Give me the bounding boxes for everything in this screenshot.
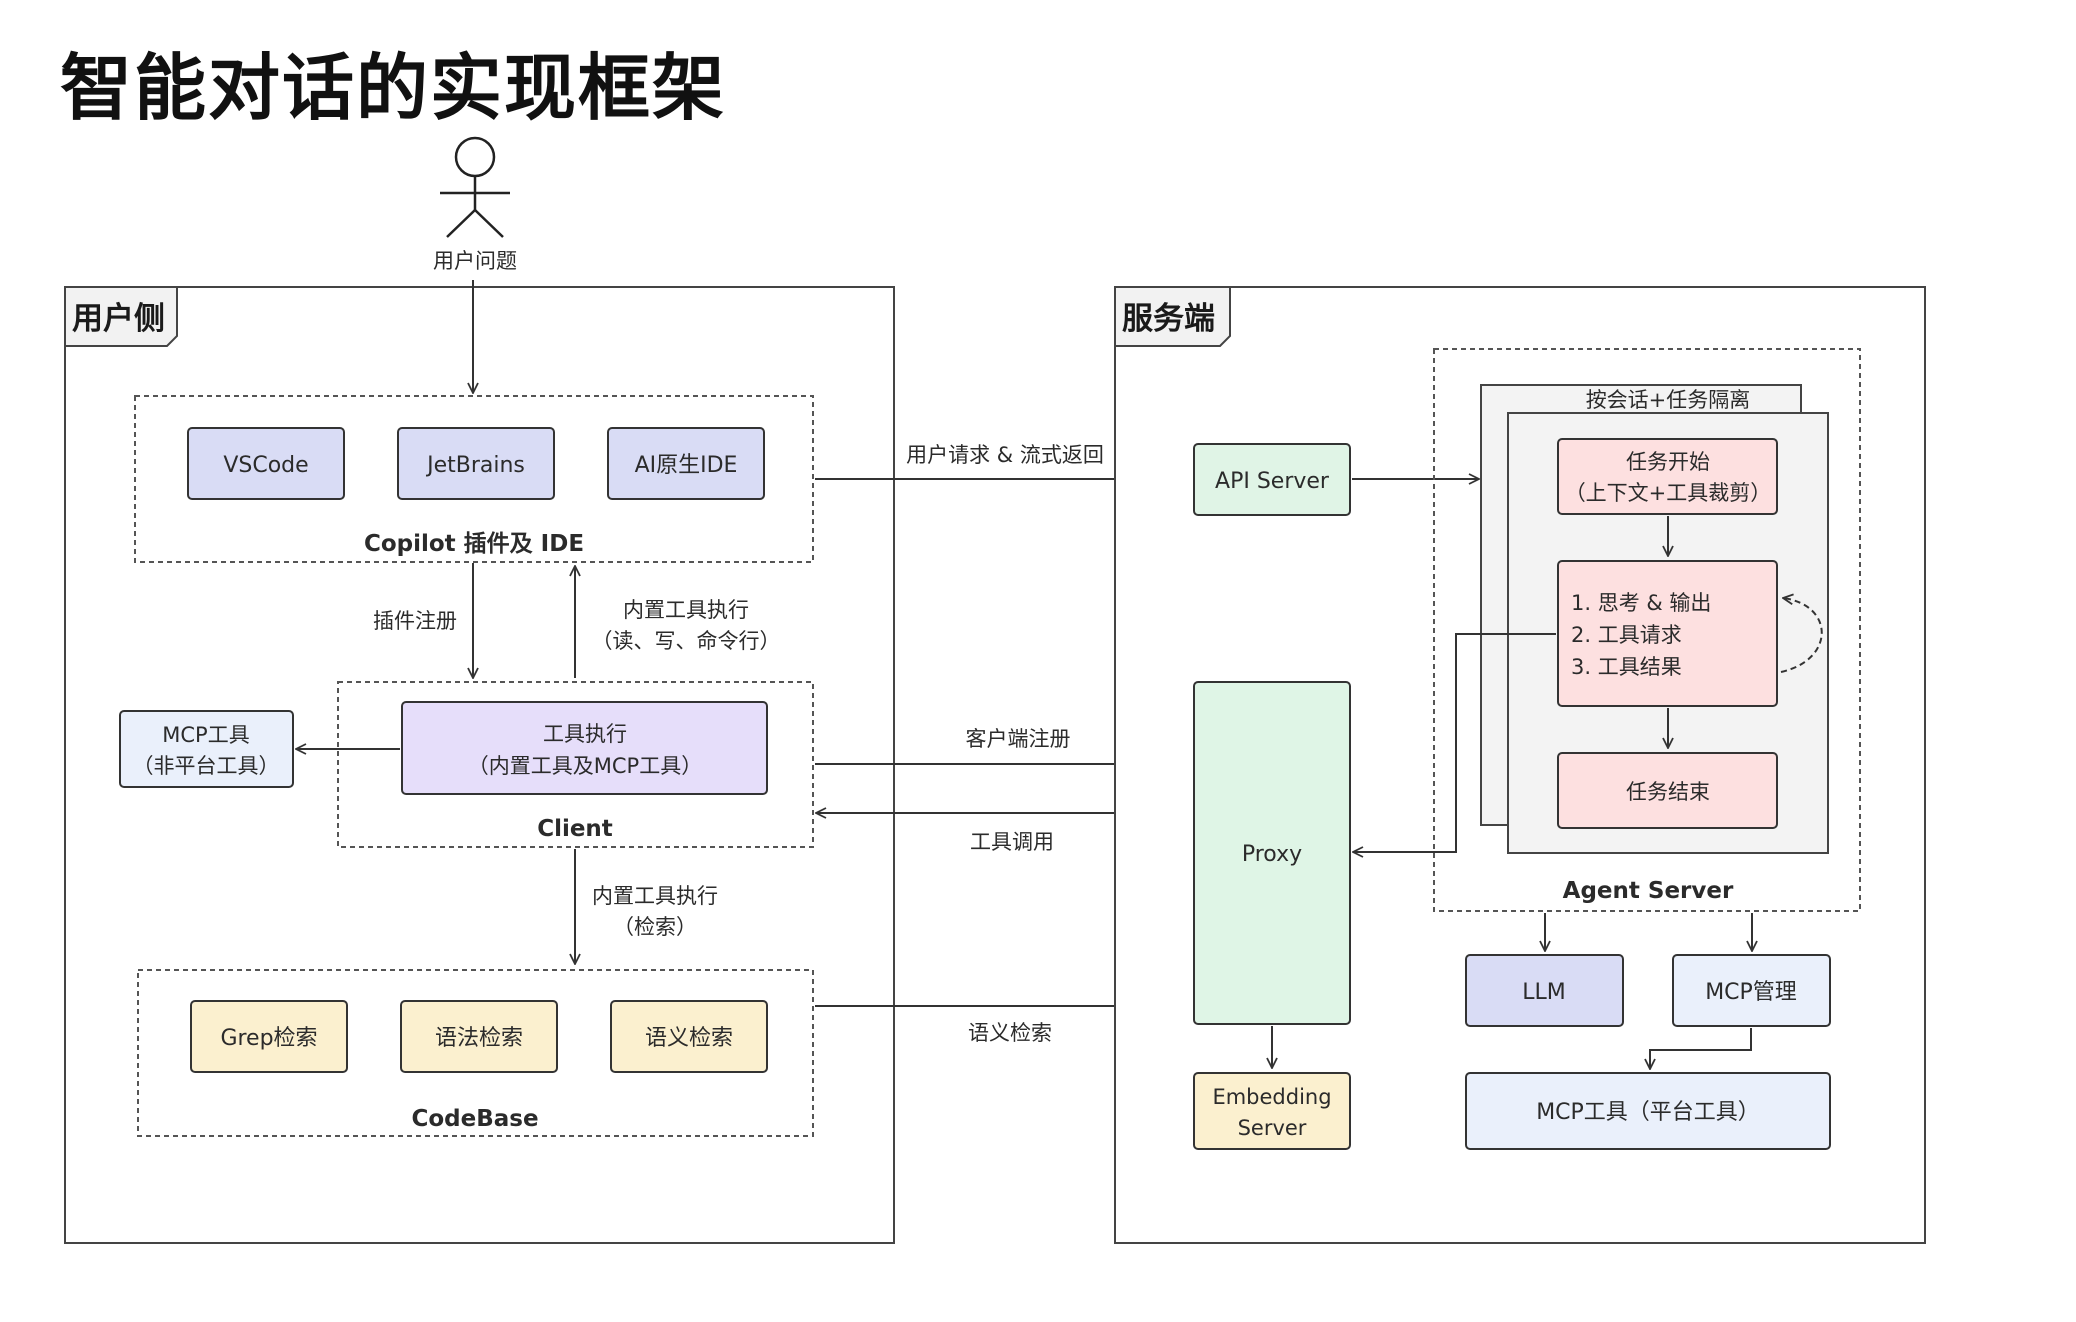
mcp-local-box (119, 710, 294, 788)
api-server-label: API Server (1215, 469, 1330, 494)
semantic-search-edge-label: 语义检索 (968, 1021, 1052, 1045)
builtin-exec-search-line2: （检索） (613, 915, 697, 939)
task-start-line1: 任务开始 (1626, 450, 1710, 474)
loop-box (1557, 560, 1778, 707)
isolation-label: 按会话+任务隔离 (1586, 388, 1751, 412)
llm-box (1465, 954, 1624, 1027)
client-group (337, 681, 814, 848)
server-side-tab (1114, 286, 1231, 347)
agent-server-title: Agent Server (1563, 878, 1734, 904)
mcp-local-line2: （非平台工具） (133, 754, 280, 778)
mcp-manage-to-platform-arrow (1650, 1028, 1752, 1069)
loop-step-2: 2. 工具请求 (1571, 623, 1682, 647)
semantic-search-label: 语义检索 (645, 1026, 733, 1051)
vscode-box (187, 427, 345, 500)
tool-call-label: 工具调用 (970, 830, 1054, 854)
codebase-group (137, 969, 814, 1137)
server-side-title: 服务端 (1122, 301, 1215, 337)
ide-group-title: Copilot 插件及 IDE (364, 531, 584, 557)
mcp-manage-label: MCP管理 (1705, 980, 1797, 1005)
client-side-title: 用户侧 (72, 301, 165, 337)
embedding-line2: Server (1238, 1116, 1307, 1140)
tool-exec-line1: 工具执行 (543, 722, 627, 746)
mcp-manage-box (1672, 954, 1831, 1027)
task-end-box (1557, 752, 1778, 829)
client-group-title: Client (537, 816, 613, 842)
page-title: 智能对话的实现框架 (60, 46, 727, 130)
plugin-register-label: 插件注册 (373, 609, 457, 633)
task-start-line2: （上下文+工具裁剪） (1565, 481, 1772, 505)
proxy-box (1193, 681, 1351, 1025)
mcp-platform-box (1465, 1072, 1831, 1150)
proxy-label: Proxy (1242, 842, 1302, 867)
jetbrains-label: JetBrains (425, 453, 525, 478)
builtin-exec-read-line1: 内置工具执行 (623, 598, 749, 622)
ide-group (134, 395, 814, 563)
tool-exec-line2: （内置工具及MCP工具） (468, 754, 702, 778)
builtin-exec-search-line1: 内置工具执行 (592, 884, 718, 908)
mcp-platform-label: MCP工具（平台工具） (1536, 1100, 1760, 1125)
ai-ide-label: AI原生IDE (635, 453, 738, 478)
vscode-label: VSCode (223, 453, 308, 478)
tool-exec-box (401, 701, 768, 795)
loop-step-1: 1. 思考 & 输出 (1571, 591, 1711, 615)
client-side-tab (64, 286, 178, 347)
mcp-local-line1: MCP工具 (162, 723, 249, 747)
ai-ide-box (607, 427, 765, 500)
embedding-line1: Embedding (1212, 1085, 1331, 1109)
embedding-server-box (1193, 1072, 1351, 1150)
request-label: 用户请求 & 流式返回 (906, 443, 1104, 467)
api-server-box (1193, 443, 1351, 516)
loop-step-3: 3. 工具结果 (1571, 655, 1682, 679)
semantic-search-box (610, 1000, 768, 1073)
task-end-label: 任务结束 (1626, 780, 1710, 804)
syntax-search-label: 语法检索 (435, 1026, 523, 1051)
jetbrains-box (397, 427, 555, 500)
grep-search-label: Grep检索 (220, 1026, 317, 1051)
user-actor-icon (440, 136, 510, 238)
task-start-box (1557, 438, 1778, 515)
builtin-exec-read-line2: （读、写、命令行） (592, 629, 781, 653)
client-register-label: 客户端注册 (966, 727, 1071, 751)
llm-label: LLM (1522, 980, 1566, 1005)
grep-search-box (190, 1000, 348, 1073)
agent-server-group (1433, 348, 1861, 912)
codebase-group-title: CodeBase (411, 1106, 538, 1132)
loop-to-proxy-arrow (1353, 633, 1556, 852)
syntax-search-box (400, 1000, 558, 1073)
loop-self-arrow (1780, 598, 1823, 673)
user-question-label: 用户问题 (433, 249, 517, 273)
